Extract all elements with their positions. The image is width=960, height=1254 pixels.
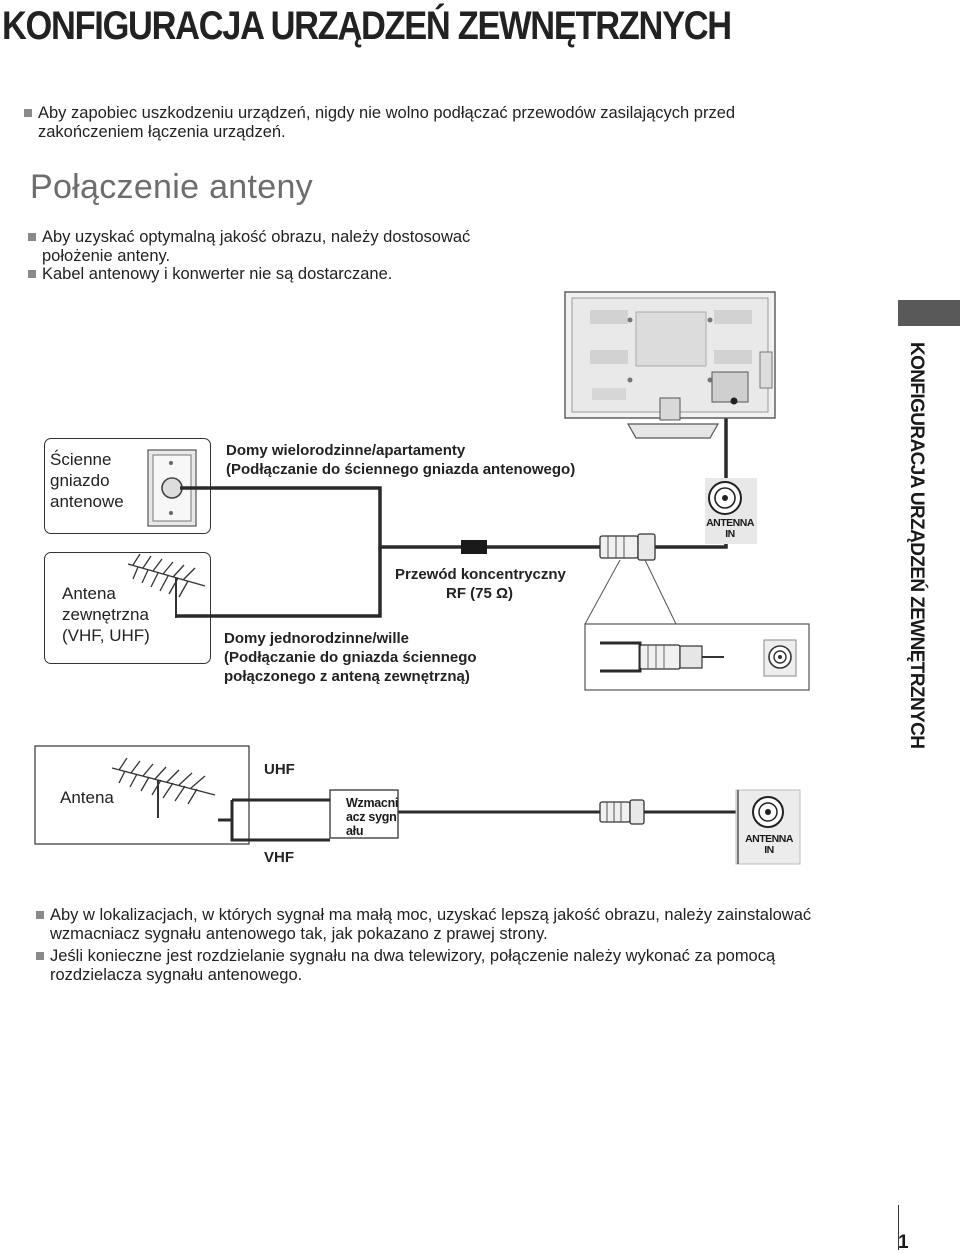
footer-divider xyxy=(898,1205,899,1250)
antenna-in-jack-icon xyxy=(735,789,801,865)
outdoor-antenna-label: Antena zewnętrzna (VHF, UHF) xyxy=(62,584,150,645)
note-text: Jeśli konieczne jest rozdzielanie sygnał… xyxy=(50,947,776,984)
section-title: Połączenie anteny xyxy=(30,168,313,206)
cable-ferrite-icon xyxy=(461,540,487,554)
bullet-square-icon xyxy=(28,270,36,278)
antenna-in-label: ANTENNA IN xyxy=(706,517,754,540)
warning-note: Aby zapobiec uszkodzeniu urządzeń, nigdy… xyxy=(24,104,784,142)
vhf-label: VHF xyxy=(264,849,294,866)
side-tab-marker xyxy=(898,300,960,326)
warning-text: Aby zapobiec uszkodzeniu urządzeń, nigdy… xyxy=(38,104,736,141)
side-tab-label: KONFIGURACJA URZĄDZEŃ ZEWNĘTRZNYCH xyxy=(906,342,927,749)
bullet-square-icon xyxy=(36,952,44,960)
note-bullet: Aby w lokalizacjach, w których sygnał ma… xyxy=(36,906,866,944)
note-text: Aby w lokalizacjach, w których sygnał ma… xyxy=(50,906,812,943)
wall-socket-label: Ścienne gniazdo antenowe xyxy=(50,450,124,511)
antenna-label: Antena xyxy=(60,788,114,807)
rf-plug-icon xyxy=(599,799,645,825)
cable-label: Przewód koncentryczny xyxy=(395,566,566,583)
amplifier-label: Wzmacniacz sygnału xyxy=(346,796,399,838)
single-family-label: Domy jednorodzinne/wille xyxy=(224,630,410,647)
amplifier-box xyxy=(329,789,399,839)
bullet-square-icon xyxy=(36,911,44,919)
page-number: 1 xyxy=(898,1232,909,1253)
bullet-square-icon xyxy=(28,233,36,241)
page-title: KONFIGURACJA URZĄDZEŃ ZEWNĘTRZNYCH xyxy=(2,4,732,48)
section-bullet: Kabel antenowy i konwerter nie są dostar… xyxy=(28,265,528,284)
uhf-label: UHF xyxy=(264,761,295,778)
amplifier-cables xyxy=(218,798,744,842)
outdoor-antenna-box xyxy=(44,552,211,664)
multi-family-label: Domy wielorodzinne/apartamenty xyxy=(226,442,466,459)
section-bullet-text: Kabel antenowy i konwerter nie są dostar… xyxy=(42,265,393,283)
antenna-icon xyxy=(127,553,206,618)
tv-back-panel-icon xyxy=(564,291,776,439)
rf-plug-zoom-icon xyxy=(600,641,724,673)
antenna-jack-zoom-icon xyxy=(763,639,797,677)
cable-spec: RF (75 Ω) xyxy=(446,585,514,602)
single-family-sub: (Podłączanie do gniazda ściennego połącz… xyxy=(224,649,477,685)
rf-plug-icon xyxy=(599,533,656,561)
coaxial-cables xyxy=(176,398,728,618)
note-bullet: Jeśli konieczne jest rozdzielanie sygnał… xyxy=(36,947,866,985)
antenna-icon xyxy=(111,757,216,818)
multi-family-sub: (Podłączanie do ściennego gniazda anteno… xyxy=(226,461,576,478)
antenna-in-label: ANTENNA IN xyxy=(745,833,793,856)
section-bullet: Aby uzyskać optymalną jakość obrazu, nal… xyxy=(28,228,528,266)
section-bullet-text: Aby uzyskać optymalną jakość obrazu, nal… xyxy=(42,228,471,265)
bullet-square-icon xyxy=(24,109,32,117)
antenna-in-jack-icon xyxy=(705,478,757,544)
